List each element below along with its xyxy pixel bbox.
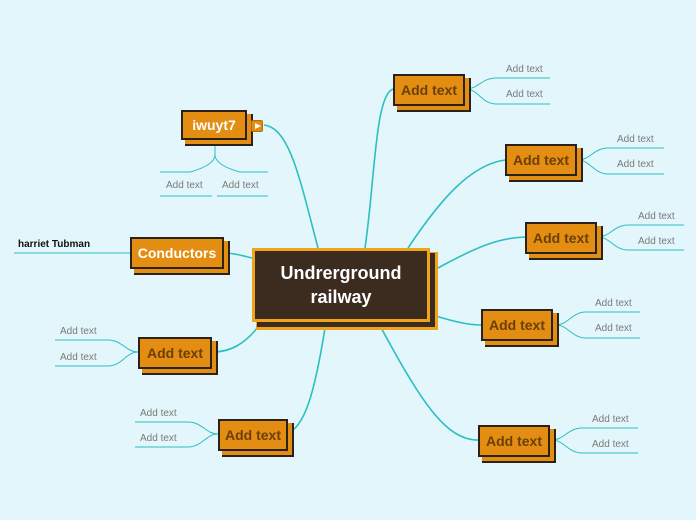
leaf-connector [55,339,139,353]
leaf-connector [160,145,216,173]
note-text[interactable]: harriet Tubman [18,239,91,250]
leaf-connector [597,224,684,238]
branch-connector [435,315,482,326]
topic-label: Add text [533,230,589,246]
leaf-text[interactable]: Add text [617,159,654,170]
topic-label: iwuyt7 [192,117,236,133]
leaf-connector [551,439,638,454]
leaf-connector [555,311,640,326]
branch-connector [223,252,253,259]
branch-connector [211,321,263,353]
topic-right-2[interactable]: Add text [505,144,577,176]
leaf-connector [577,147,664,161]
leaf-text[interactable]: Add text [592,439,629,450]
topic-iwuyt7[interactable]: iwuyt7 [181,110,247,140]
topic-label: Add text [225,427,281,443]
central-topic-label: Undrerground railway [280,263,402,307]
leaf-text[interactable]: Add text [140,433,177,444]
leaf-connector [597,236,684,251]
leaf-connector [555,324,640,339]
topic-label: Add text [147,345,203,361]
topic-right-4[interactable]: Add text [481,309,553,341]
leaf-connector [135,421,219,435]
topic-label: Conductors [137,245,217,261]
leaf-text[interactable]: Add text [60,326,97,337]
topic-label: Add text [401,82,457,98]
branch-connector [377,321,479,441]
leaf-text[interactable]: Add text [595,323,632,334]
topic-label: Add text [513,152,569,168]
leaf-text[interactable]: Add text [638,236,675,247]
leaf-connector [214,154,268,173]
leaf-text[interactable]: Add text [60,352,97,363]
leaf-text[interactable]: Add text [222,180,259,191]
topic-right-5[interactable]: Add text [478,425,550,457]
topic-left-3[interactable]: Add text [138,337,212,369]
leaf-text[interactable]: Add text [617,134,654,145]
leaf-connector [55,351,139,367]
branch-connector [407,159,506,249]
topic-label: Add text [489,317,545,333]
leaf-text[interactable]: Add text [592,414,629,425]
branch-connector [263,124,319,249]
topic-left-4[interactable]: Add text [218,419,288,451]
leaf-connector [577,159,664,175]
leaf-connector [465,88,550,105]
leaf-connector [551,427,638,441]
topic-conductors[interactable]: Conductors [130,237,224,269]
leaf-connector [135,433,219,448]
leaf-text[interactable]: Add text [140,408,177,419]
expand-arrow-icon[interactable] [251,120,263,132]
leaf-text[interactable]: Add text [595,298,632,309]
leaf-text[interactable]: Add text [506,89,543,100]
central-topic[interactable]: Undrerground railway [252,248,430,322]
topic-right-1[interactable]: Add text [393,74,465,106]
leaf-text[interactable]: Add text [638,211,675,222]
branch-connector [437,236,526,269]
leaf-connector [465,77,550,90]
branch-connector [284,327,326,435]
branch-connector [364,88,394,249]
topic-label: Add text [486,433,542,449]
leaf-text[interactable]: Add text [506,64,543,75]
topic-right-3[interactable]: Add text [525,222,597,254]
leaf-text[interactable]: Add text [166,180,203,191]
